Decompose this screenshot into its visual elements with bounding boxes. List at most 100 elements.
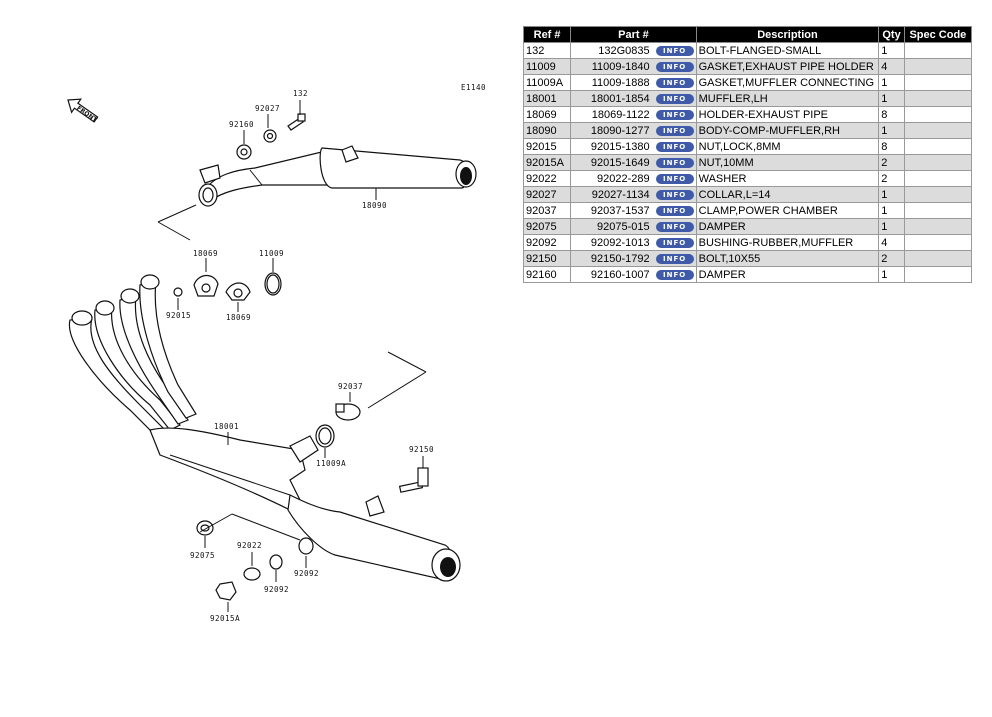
cell-qty: 2 [878,250,905,267]
diagram-canvas: E1140 FRONT [67,83,486,623]
callout-92022: 92022 [237,541,262,550]
header-part: Part # [570,26,697,43]
clamp-92037-drawing [335,403,361,421]
callout-92015: 92015 [166,311,191,320]
cell-ref: 11009 [522,58,572,75]
cell-ref: 92027 [522,186,572,203]
cell-qty: 8 [878,138,905,155]
bolt-92150-drawing [398,467,429,493]
cell-description: MUFFLER,LH [695,90,880,107]
info-button[interactable]: INFO [655,205,694,216]
cell-spec-code [903,266,973,283]
cell-ref: 18069 [522,106,572,123]
part-number-text: 92027-1134 [591,188,650,201]
holder-exhaust-pipe-drawing [193,274,251,301]
part-number-text: 92037-1537 [590,204,650,217]
cell-qty: 2 [878,170,905,187]
callout-92160: 92160 [229,120,254,129]
info-button[interactable]: INFO [655,253,694,264]
callout-18090: 18090 [362,201,387,210]
part-number-text: 92015-1380 [590,140,650,153]
cell-qty: 2 [878,154,905,171]
front-label: FRONT [75,105,99,124]
info-button[interactable]: INFO [655,45,694,56]
cell-part-number: 18090-1277 INFO [570,122,697,139]
info-button[interactable]: INFO [655,109,694,120]
collar-92027-drawing [263,129,277,143]
part-number-text: 11009-1888 [591,76,650,89]
cell-description: GASKET,MUFFLER CONNECTING [695,74,880,91]
cell-description: BODY-COMP-MUFFLER,RH [695,122,880,139]
table-header-row: Ref # Part # Description Qty Spec Code [522,26,973,43]
cell-ref: 18090 [522,122,572,139]
cell-qty: 4 [878,58,905,75]
cell-part-number: 11009-1888 INFO [570,74,697,91]
cell-spec-code [903,170,973,187]
part-number-text: 18090-1277 [590,124,650,137]
callout-92015a: 92015A [210,614,240,623]
info-button[interactable]: INFO [655,269,694,280]
part-number-text: 18001-1854 [590,92,650,105]
info-button[interactable]: INFO [655,157,694,168]
info-button[interactable]: INFO [655,125,694,136]
info-button[interactable]: INFO [655,173,694,184]
header-spec-code: Spec Code [903,26,973,43]
cell-qty: 8 [878,106,905,123]
cell-qty: 1 [878,202,905,219]
cell-ref: 92015 [522,138,572,155]
cell-part-number: 92075-015 INFO [570,218,697,235]
cell-ref: 92075 [522,218,572,235]
header-ref: Ref # [522,26,572,43]
info-button[interactable]: INFO [655,221,694,232]
cell-description: BOLT,10X55 [695,250,880,267]
cell-qty: 1 [878,74,905,91]
cell-qty: 1 [878,266,905,283]
part-number-text: 92092-1013 [590,236,650,249]
cell-part-number: 92037-1537 INFO [570,202,697,219]
info-button[interactable]: INFO [655,77,694,88]
callout-92092-a: 92092 [294,569,319,578]
cell-ref: 92150 [522,250,572,267]
info-button[interactable]: INFO [655,189,694,200]
cell-part-number: 92150-1792 INFO [570,250,697,267]
cell-ref: 92092 [522,234,572,251]
cell-description: GASKET,EXHAUST PIPE HOLDER [695,58,880,75]
nut-92015-drawing [173,287,183,297]
cell-description: HOLDER-EXHAUST PIPE [695,106,880,123]
cell-description: DAMPER [695,218,880,235]
info-button[interactable]: INFO [655,93,694,104]
cell-ref: 92022 [522,170,572,187]
cell-qty: 1 [878,186,905,203]
info-button[interactable]: INFO [655,61,694,72]
cell-part-number: 92092-1013 INFO [570,234,697,251]
cell-description: NUT,10MM [695,154,880,171]
damper-92160-drawing [236,144,252,160]
cell-ref: 11009A [522,74,572,91]
part-number-text: 92150-1792 [590,252,650,265]
cell-qty: 4 [878,234,905,251]
part-number-text: 92075-015 [597,220,650,233]
cell-spec-code [903,138,973,155]
part-number-text: 11009-1840 [591,60,650,73]
callout-18069-a: 18069 [193,249,218,258]
cell-ref: 92037 [522,202,572,219]
bolt-132-drawing [287,113,306,131]
cell-spec-code [903,250,973,267]
info-button[interactable]: INFO [655,237,694,248]
info-button[interactable]: INFO [655,141,694,152]
cell-qty: 1 [878,90,905,107]
cell-spec-code [903,202,973,219]
cell-part-number: 18001-1854 INFO [570,90,697,107]
callout-18069-b: 18069 [226,313,251,322]
parts-table: Ref # Part # Description Qty Spec Code 1… [522,26,973,283]
